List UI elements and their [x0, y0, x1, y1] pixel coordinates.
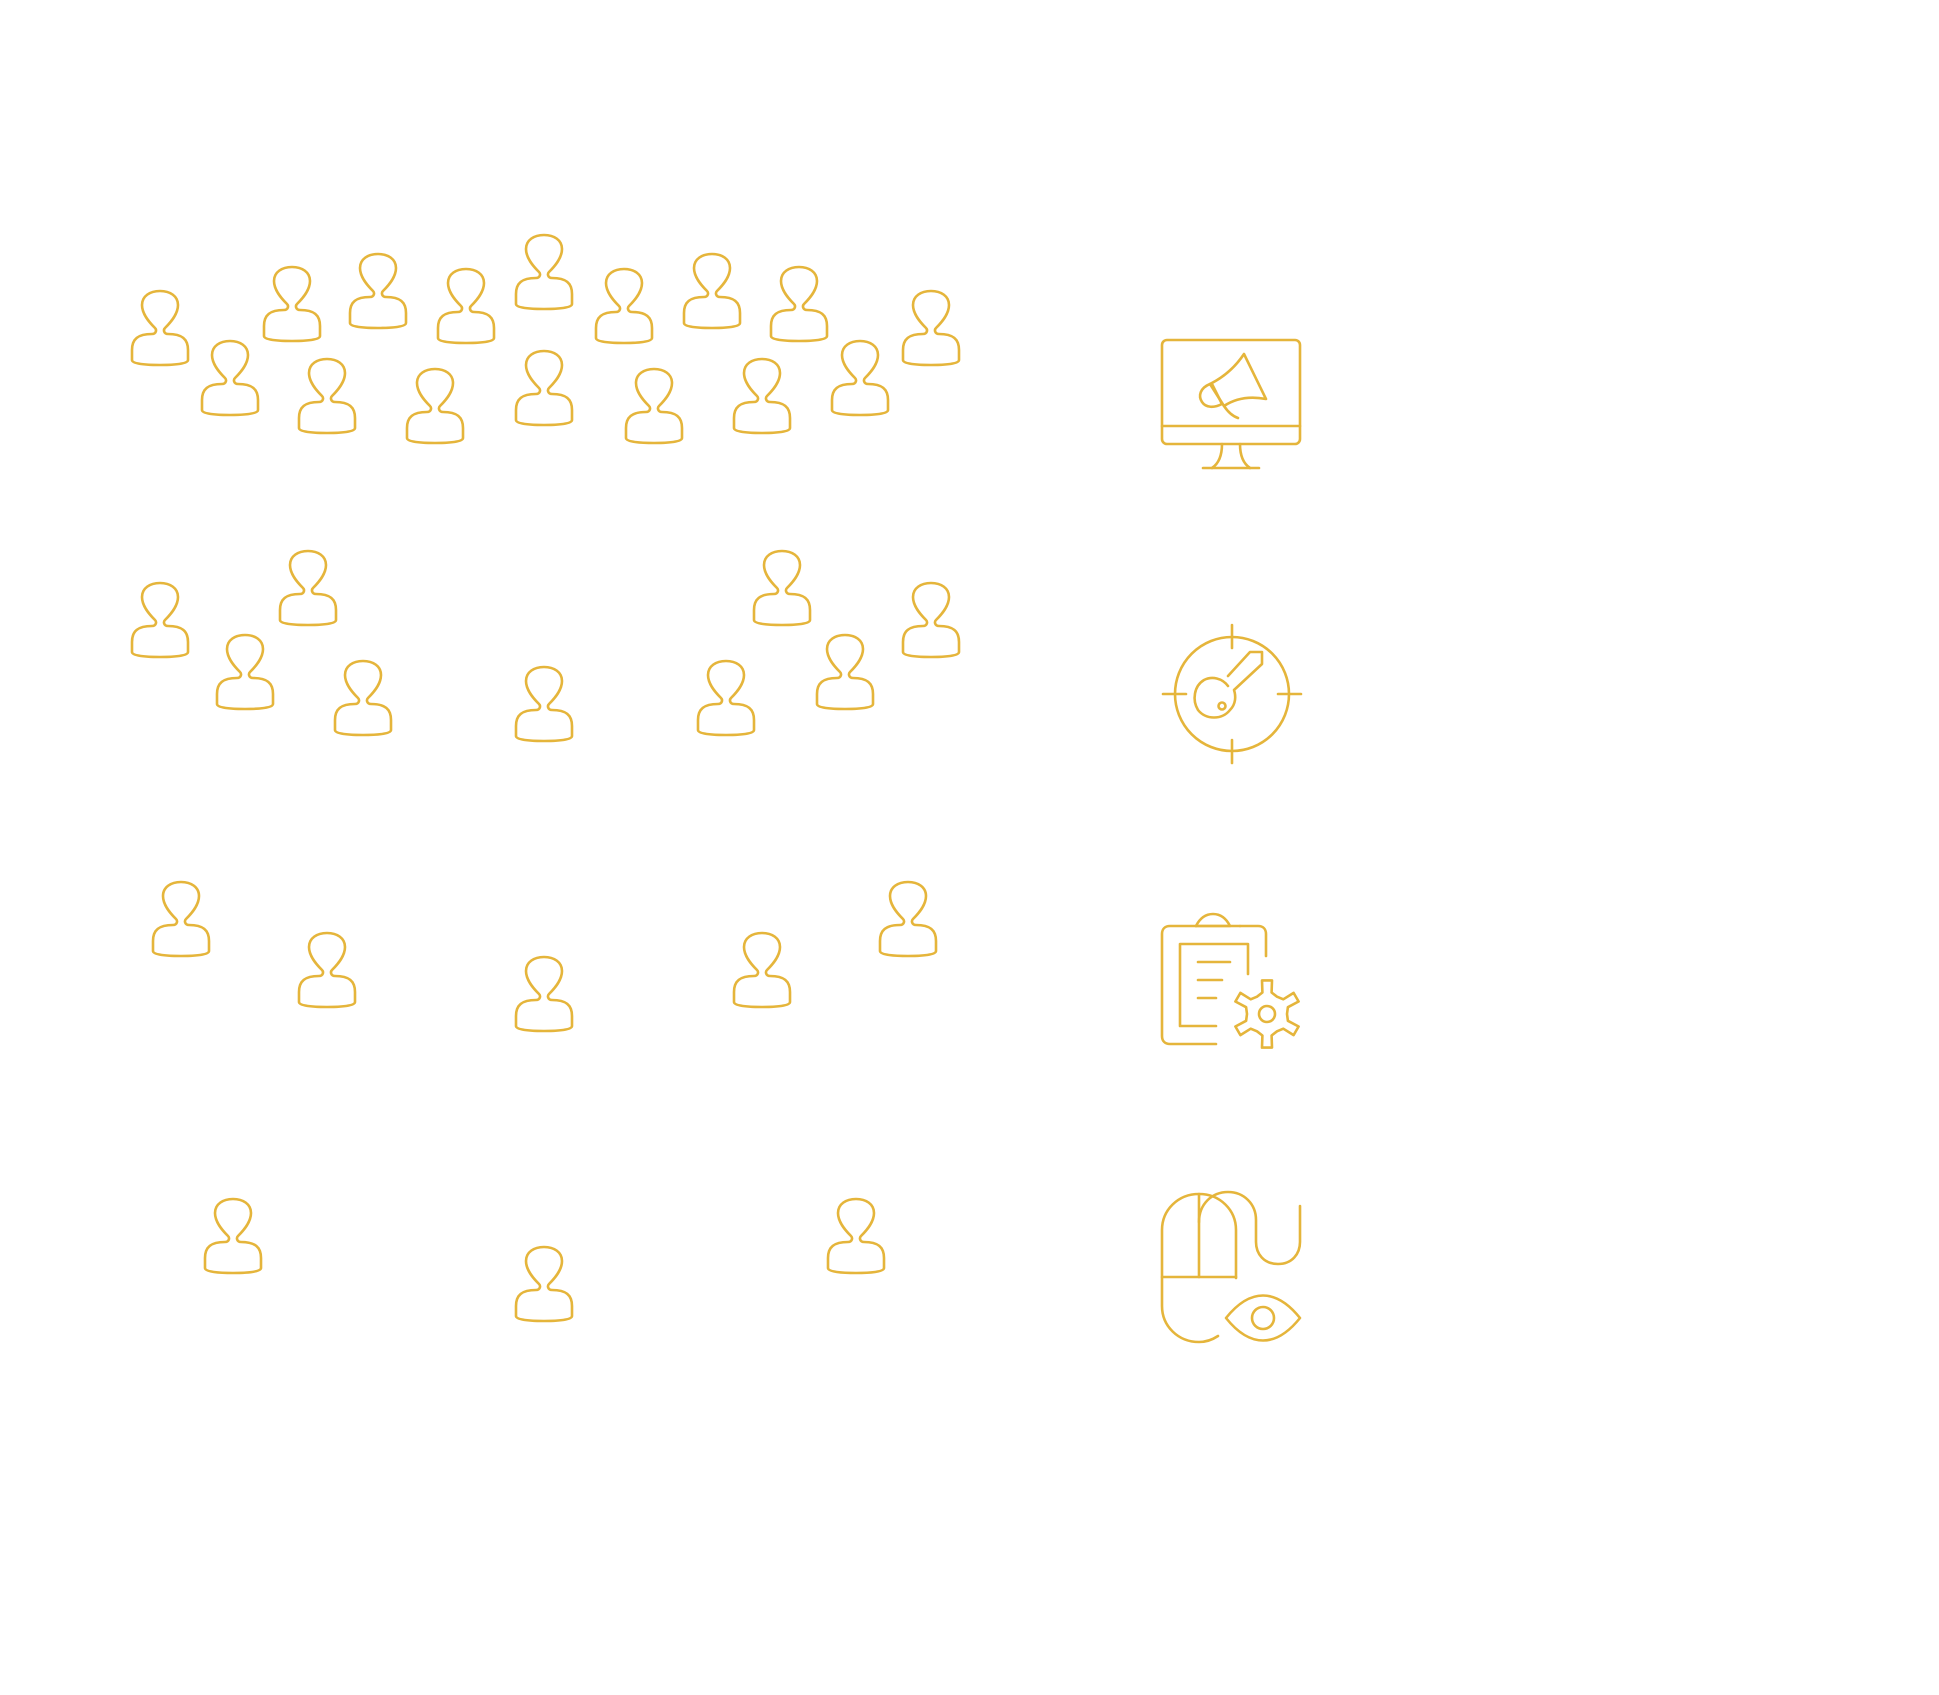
stage-4-people: [203, 1197, 886, 1323]
person-icon: [203, 1197, 263, 1275]
person-icon: [297, 357, 357, 435]
person-icon: [682, 252, 742, 330]
people-layer: [130, 233, 961, 1323]
person-icon: [514, 955, 574, 1033]
person-icon: [278, 549, 338, 627]
person-icon: [514, 665, 574, 743]
person-icon: [830, 339, 890, 417]
person-icon: [826, 1197, 886, 1275]
person-icon: [624, 367, 684, 445]
person-icon: [732, 357, 792, 435]
person-icon: [594, 267, 654, 345]
person-icon: [901, 289, 961, 367]
stage-1-people: [130, 233, 961, 445]
person-icon: [901, 581, 961, 659]
person-icon: [514, 349, 574, 427]
person-icon: [130, 581, 190, 659]
target-key-icon: [1161, 623, 1303, 765]
person-icon: [514, 1245, 574, 1323]
person-icon: [348, 252, 408, 330]
person-icon: [878, 880, 938, 958]
person-icon: [215, 633, 275, 711]
person-icon: [405, 367, 465, 445]
person-icon: [333, 659, 393, 737]
person-icon: [696, 659, 756, 737]
person-icon: [130, 289, 190, 367]
person-icon: [262, 265, 322, 343]
clipboard-gear-icon: [1160, 912, 1300, 1049]
person-icon: [815, 633, 875, 711]
person-icon: [297, 931, 357, 1009]
mouse-eye-icon: [1160, 1190, 1302, 1344]
person-icon: [200, 339, 260, 417]
monitor-megaphone-icon: [1160, 338, 1302, 470]
person-icon: [514, 233, 574, 311]
person-icon: [732, 931, 792, 1009]
stage-2-people: [130, 549, 961, 743]
person-icon: [769, 265, 829, 343]
person-icon: [436, 267, 496, 345]
stage-3-people: [151, 880, 938, 1033]
person-icon: [752, 549, 812, 627]
person-icon: [151, 880, 211, 958]
